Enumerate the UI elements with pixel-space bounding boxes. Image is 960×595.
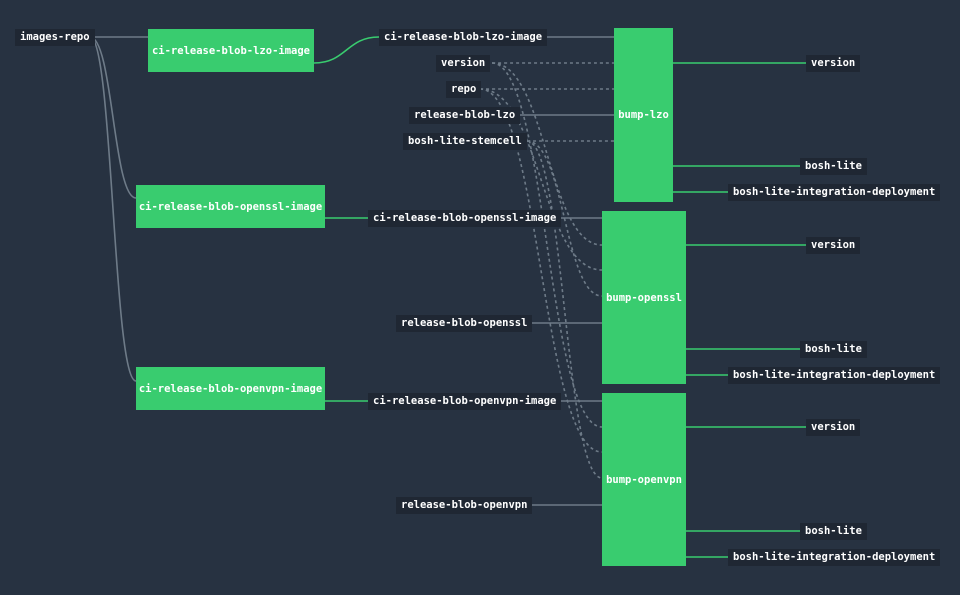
job-ci-release-blob-openvpn-image[interactable]: ci-release-blob-openvpn-image [136, 367, 325, 410]
resource-bosh-lite-integration-deployment-openvpn[interactable]: bosh-lite-integration-deployment [728, 549, 941, 566]
resource-version-openvpn[interactable]: version [806, 419, 861, 436]
resource-release-blob-lzo[interactable]: release-blob-lzo [409, 107, 521, 124]
resource-release-blob-openvpn[interactable]: release-blob-openvpn [396, 497, 533, 514]
wire-images-repo-openssl [89, 36, 137, 199]
job-bump-openvpn[interactable]: bump-openvpn [602, 393, 686, 566]
resource-bosh-lite-openvpn[interactable]: bosh-lite [800, 523, 867, 540]
resource-bosh-lite-integration-deployment-openssl[interactable]: bosh-lite-integration-deployment [728, 367, 941, 384]
resource-ci-release-blob-openssl-image[interactable]: ci-release-blob-openssl-image [368, 210, 562, 227]
wire-lzo-job-out [313, 36, 380, 64]
resource-bosh-lite-openssl[interactable]: bosh-lite [800, 341, 867, 358]
resource-version[interactable]: version [436, 55, 491, 72]
wire-repo-bump-openssl [479, 88, 603, 271]
wire-stemcell-bump-openvpn [526, 140, 603, 479]
wire-images-repo-openvpn [89, 36, 137, 382]
job-bump-openssl[interactable]: bump-openssl [602, 211, 686, 384]
wire-stemcell-bump-openssl [526, 140, 603, 297]
resource-ci-release-blob-openvpn-image[interactable]: ci-release-blob-openvpn-image [368, 393, 562, 410]
job-ci-release-blob-lzo-image[interactable]: ci-release-blob-lzo-image [148, 29, 314, 72]
resource-version-lzo[interactable]: version [806, 55, 861, 72]
resource-version-openssl[interactable]: version [806, 237, 861, 254]
resource-bosh-lite-integration-deployment-lzo[interactable]: bosh-lite-integration-deployment [728, 184, 941, 201]
resource-images-repo[interactable]: images-repo [15, 29, 95, 46]
resource-repo[interactable]: repo [446, 81, 482, 98]
resource-bosh-lite-stemcell[interactable]: bosh-lite-stemcell [403, 133, 527, 150]
job-bump-lzo[interactable]: bump-lzo [614, 28, 673, 202]
job-ci-release-blob-openssl-image[interactable]: ci-release-blob-openssl-image [136, 185, 325, 228]
resource-bosh-lite-lzo[interactable]: bosh-lite [800, 158, 867, 175]
resource-ci-release-blob-lzo-image[interactable]: ci-release-blob-lzo-image [379, 29, 548, 46]
resource-release-blob-openssl[interactable]: release-blob-openssl [396, 315, 533, 332]
